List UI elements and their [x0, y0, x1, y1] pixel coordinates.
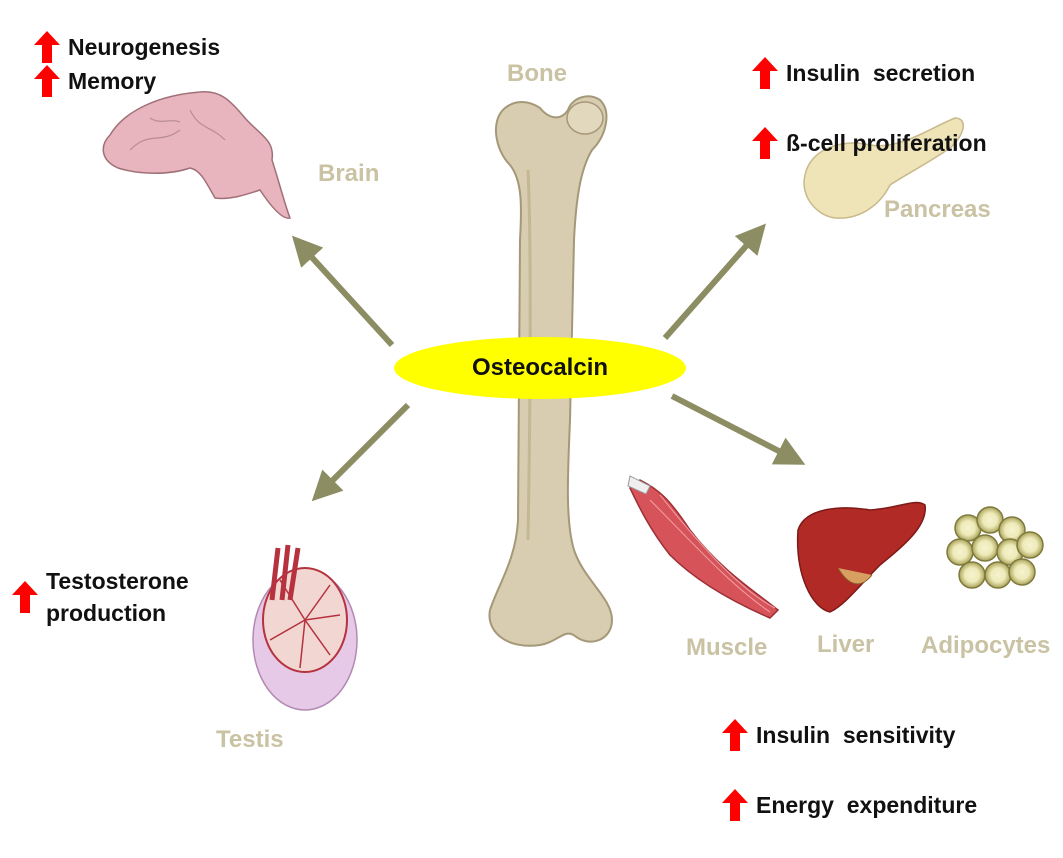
up-arrow-icon — [34, 31, 60, 63]
effect-testosterone: Testosterone — [46, 565, 189, 597]
brain-effects: Neurogenesis Memory — [34, 30, 220, 98]
effect-insulin-secretion: Insulin secretion — [752, 56, 987, 90]
effect-neurogenesis: Neurogenesis — [34, 30, 220, 64]
adipocyte-cell — [959, 562, 985, 588]
up-arrow-icon — [752, 127, 778, 159]
effect-insulin-sensitivity: Insulin sensitivity — [722, 718, 977, 752]
up-arrow-icon — [12, 581, 38, 613]
adipocytes-label: Adipocytes — [921, 632, 1050, 660]
liver-label: Liver — [817, 631, 874, 659]
effect-production: production — [46, 597, 189, 629]
brain-illustration — [103, 92, 290, 218]
adipocyte-cell — [1009, 559, 1035, 585]
adipocyte-cell — [1017, 532, 1043, 558]
adipocytes-illustration — [947, 507, 1043, 588]
testis-label: Testis — [216, 726, 284, 754]
osteocalcin-label: Osteocalcin — [400, 344, 680, 392]
muscle-illustration — [628, 476, 778, 618]
arrow-to-metabolic-tissues — [672, 396, 800, 462]
metabolic-effects: Insulin sensitivity Energy expenditure — [722, 682, 977, 858]
effect-beta-cell-proliferation: ß-cell proliferation — [752, 126, 987, 160]
osteocalcin-diagram: Osteocalcin Bone Brain Pancreas Testis M… — [0, 0, 1063, 758]
effect-text: ß-cell proliferation — [786, 130, 987, 157]
up-arrow-icon — [34, 65, 60, 97]
arrow-to-testis — [316, 405, 408, 497]
effect-text: Insulin secretion — [786, 60, 975, 87]
adipocyte-cell — [972, 535, 998, 561]
testis-illustration — [253, 545, 357, 710]
pancreas-label: Pancreas — [884, 196, 991, 224]
liver-illustration — [798, 503, 926, 612]
effect-text: Energy expenditure — [756, 792, 977, 819]
effect-text: Insulin sensitivity — [756, 722, 955, 749]
up-arrow-icon — [722, 789, 748, 821]
effect-text: Memory — [68, 68, 156, 95]
adipocyte-cell — [947, 539, 973, 565]
up-arrow-icon — [752, 57, 778, 89]
arrow-to-pancreas — [665, 228, 762, 338]
brain-label: Brain — [318, 160, 379, 188]
pancreas-effects: Insulin secretion ß-cell proliferation — [752, 20, 987, 196]
bone-label: Bone — [507, 60, 567, 88]
effect-energy-expenditure: Energy expenditure — [722, 788, 977, 822]
adipocyte-cell — [985, 562, 1011, 588]
up-arrow-icon — [722, 719, 748, 751]
testis-effects: Testosterone production — [12, 565, 189, 629]
effect-memory: Memory — [34, 64, 220, 98]
arrow-to-brain — [296, 240, 392, 345]
muscle-label: Muscle — [686, 634, 767, 662]
effect-text: Neurogenesis — [68, 34, 220, 61]
